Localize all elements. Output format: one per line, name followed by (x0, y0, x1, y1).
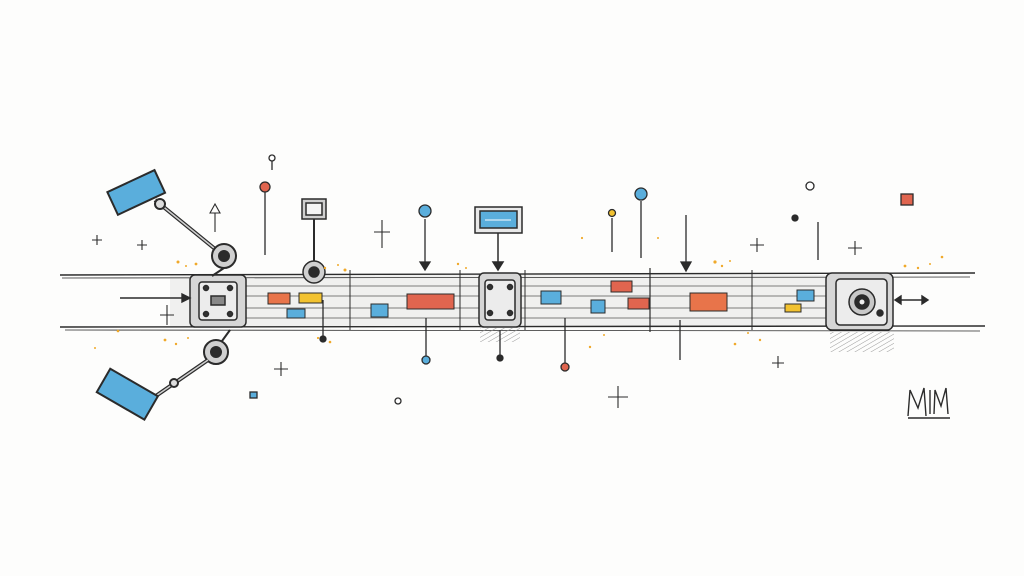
item-box (298, 292, 323, 304)
node-dot (560, 362, 570, 372)
node-dot (791, 214, 799, 222)
crosshair-marks (92, 202, 862, 408)
node-square (249, 391, 258, 399)
monitor-top-icon (301, 198, 327, 284)
paint-speckles (94, 236, 944, 349)
node-dot (421, 355, 431, 365)
node-dot (394, 397, 402, 405)
input-module-icon (189, 274, 247, 328)
node-dot (268, 154, 276, 162)
item-box (689, 292, 728, 312)
item-box (540, 290, 562, 305)
node-markers (249, 154, 914, 405)
item-box (610, 280, 633, 293)
node-dot (805, 181, 815, 191)
robotic-arm-bottom-icon (95, 329, 231, 421)
item-box (286, 308, 306, 319)
item-box (590, 299, 606, 314)
flow-arrows (120, 292, 930, 306)
middle-module-icon (478, 272, 522, 342)
output-camera-module-icon (825, 272, 894, 352)
node-dot (634, 187, 648, 201)
node-dot (319, 335, 327, 343)
item-box (406, 293, 455, 310)
item-box (796, 289, 815, 302)
item-box (627, 297, 650, 310)
connectors (264, 160, 819, 364)
item-box (370, 303, 389, 318)
display-panel-top-icon (474, 206, 523, 272)
node-square (900, 193, 914, 206)
node-dot (259, 181, 271, 193)
node-dot (496, 354, 504, 362)
belt-items (267, 280, 815, 319)
item-box (267, 292, 291, 305)
node-dot (607, 208, 617, 218)
item-box (784, 303, 802, 313)
artist-signature (907, 387, 950, 419)
node-dot (418, 204, 432, 218)
robotic-arm-top-icon (106, 168, 237, 277)
